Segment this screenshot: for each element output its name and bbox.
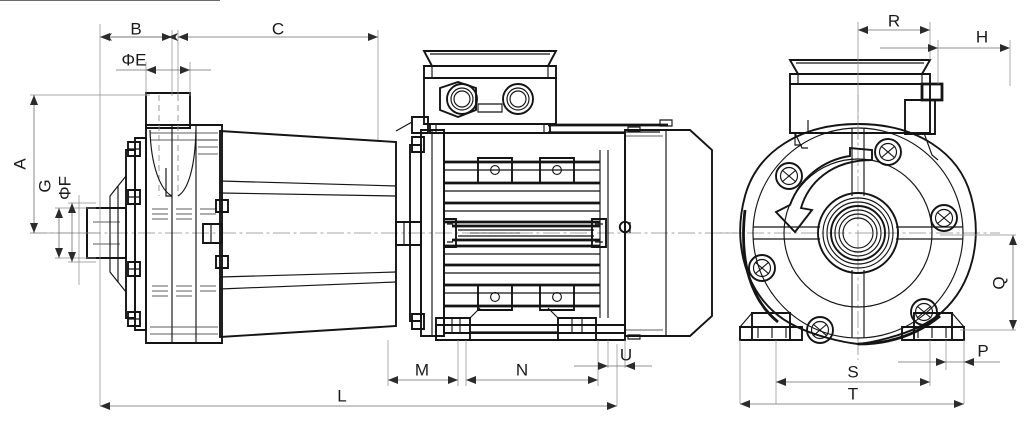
dimension-L: L bbox=[100, 386, 617, 410]
discharge-nozzle bbox=[145, 92, 218, 197]
side-elevation-view: B C ΦE bbox=[0, 0, 740, 410]
dimension-H: H bbox=[880, 27, 1010, 52]
dimension-U: U bbox=[574, 345, 652, 370]
dimension-PhiF: ΦF bbox=[55, 176, 76, 262]
shaft-hub bbox=[817, 192, 899, 274]
motor-body bbox=[395, 126, 713, 341]
dimension-label-T: T bbox=[848, 384, 858, 403]
dimension-N: N bbox=[466, 360, 598, 384]
dimension-P: P bbox=[898, 341, 1000, 366]
dimension-label-A: A bbox=[10, 158, 29, 170]
dimension-A: A bbox=[10, 95, 38, 233]
dimension-label-P: P bbox=[977, 341, 988, 360]
dimension-label-H: H bbox=[976, 27, 988, 46]
dimension-C: C bbox=[178, 19, 378, 41]
dimension-label-PhiE: ΦE bbox=[122, 50, 147, 69]
dimension-label-N: N bbox=[516, 360, 528, 379]
dimension-label-C: C bbox=[272, 19, 284, 38]
flange-bolt-boss bbox=[748, 138, 958, 344]
dimension-M: M bbox=[388, 360, 458, 384]
rotation-direction-arrow bbox=[774, 146, 873, 234]
dimension-label-M: M bbox=[415, 360, 429, 379]
dimension-T: T bbox=[740, 384, 964, 408]
dimension-label-G: G bbox=[35, 179, 54, 192]
dimension-G: G bbox=[35, 179, 63, 258]
terminal-junction-box bbox=[788, 59, 944, 161]
rear-boss bbox=[618, 220, 632, 234]
motor-end-view: R H Q bbox=[720, 11, 1017, 408]
terminal-plinth bbox=[477, 157, 575, 311]
dimension-label-S: S bbox=[847, 362, 858, 381]
dimension-label-L: L bbox=[337, 386, 346, 405]
end-view-dimensions: R H Q bbox=[739, 11, 1017, 408]
cable-gland bbox=[439, 80, 478, 119]
dimension-label-PhiF: ΦF bbox=[55, 176, 74, 200]
spigot-ring bbox=[783, 158, 933, 308]
pump-head-casing bbox=[86, 92, 229, 344]
motor-shaft-band bbox=[452, 224, 600, 242]
dimension-label-B: B bbox=[130, 19, 141, 38]
dimension-label-Q: Q bbox=[989, 276, 1008, 289]
dimension-R: R bbox=[858, 11, 930, 34]
side-view-dimensions: B C ΦE bbox=[10, 19, 652, 410]
dimension-B: B bbox=[100, 19, 178, 41]
dimension-Q: Q bbox=[989, 235, 1017, 330]
dimension-label-U: U bbox=[620, 345, 632, 364]
dimension-PhiE: ΦE bbox=[116, 50, 211, 74]
dimension-label-R: R bbox=[888, 11, 900, 30]
cable-gland bbox=[502, 83, 534, 115]
dimension-S: S bbox=[776, 362, 930, 386]
